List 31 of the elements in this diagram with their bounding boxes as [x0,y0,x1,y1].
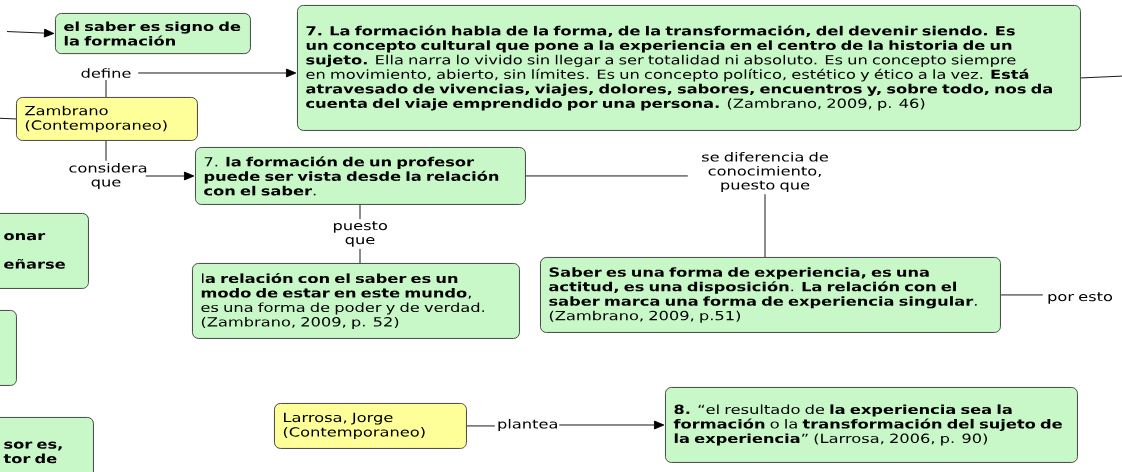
concept-box [0,310,17,386]
connector-line [764,193,766,258]
author-box: Zambrano (Contemporaneo) [16,97,198,141]
linking-phrase: por esto [1048,292,1113,304]
concept-box: 8. “el resultado de la experiencia sea la formación o la transformación del sujeto de la experiencia” (Larrosa, 2006, p. 90) [665,387,1078,463]
connector-line [525,175,689,177]
concept-box: el saber es signo de la formación [55,13,251,55]
linking-phrase: define [81,68,131,78]
connector-line [359,248,361,264]
connector-line [0,116,17,120]
linking-phrase: considera que [69,162,147,190]
author-box: Larrosa, Jorge (Contemporaneo) [274,403,467,449]
concept-box: sor es, tor de [0,417,94,472]
concept-box: 7. La formación habla de la forma, de la transformación, del devenir siendo. Es un concepto cultural que pone a la experiencia en el centro de la historia de un sujeto. Ella narra lo vivido sin llegar a ser totalidad ni absoluto. Es un concepto siempre en movimiento, abierto, sin límites. Es un concepto político, estético y ético a la vez. Está atravesado de vivencias, viajes, dolores, sabores, encuentros y, sobre todo, nos da cuenta del viaje emprendido por una persona. (Zambrano, 2009, p. 46) [297,5,1081,131]
connector-line [105,79,107,98]
arrow [137,68,297,78]
linking-phrase: plantea [498,418,557,432]
connector-line [1080,75,1122,79]
linking-phrase: puesto que [334,221,387,247]
connector-line [105,140,107,162]
connector-line [1000,294,1044,296]
connector-line [466,425,496,427]
concept-box: la relación con el saber es un modo de estar en este mundo, es una forma de poder y de verdad. (Zambrano, 2009, p. 52) [192,263,520,339]
arrow [6,28,55,38]
concept-box: onar eñarse [0,213,89,289]
concept-box: 7. la formación de un profesor puede ser vista desde la relación con el saber. [195,147,526,205]
linking-phrase: se diferencia de conocimiento, puesto que [702,151,828,193]
arrow [558,420,665,430]
connector-line [359,204,361,220]
concept-box: Saber es una forma de experiencia, es una actitud, es una disposición. La relación con el saber marca una forma de experiencia singular. (Zambrano, 2009, p.51) [540,257,1001,333]
arrow [145,171,195,181]
